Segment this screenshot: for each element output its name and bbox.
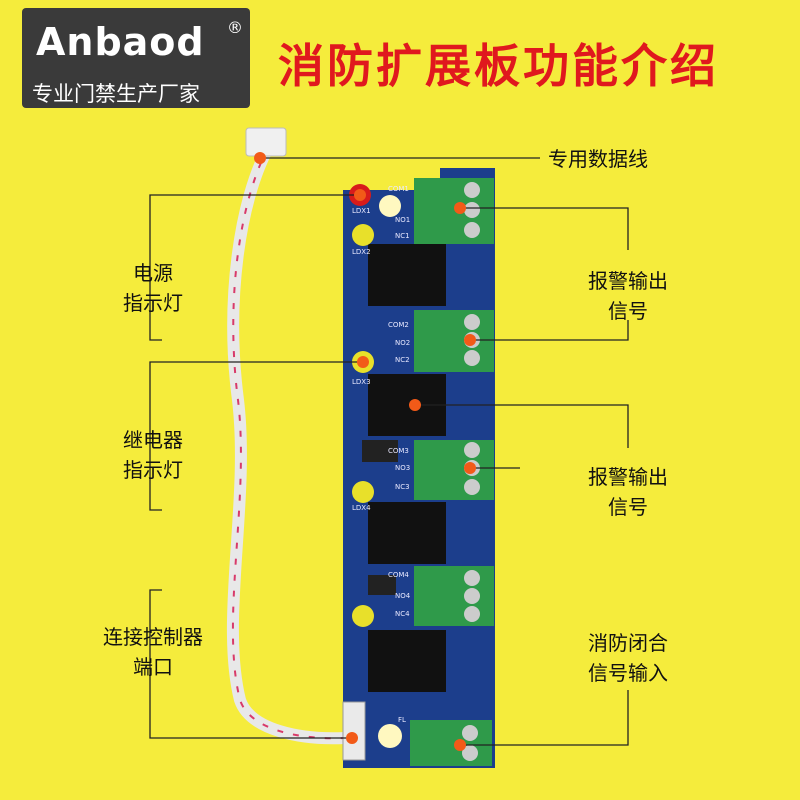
label-controller-port: 连接控制器 端口: [85, 622, 221, 682]
silk-fl: FL: [398, 716, 406, 724]
silk-com1: COM1: [388, 185, 409, 193]
brand-slogan: 专业门禁生产厂家: [32, 82, 200, 106]
label-controller-port-line1: 连接控制器: [103, 625, 203, 649]
label-fire-input: 消防闭合 信号输入: [578, 628, 678, 688]
terminal-block-2: [414, 310, 494, 372]
callout-dot: [464, 334, 476, 346]
label-alarm-output-2: 报警输出 信号: [578, 462, 678, 522]
silk-nc4: NC4: [395, 610, 410, 618]
silk-nc2: NC2: [395, 356, 410, 364]
label-power-led: 电源 指示灯: [105, 258, 201, 318]
label-alarm-output-2-line1: 报警输出: [588, 465, 668, 489]
led-white-1: [379, 195, 401, 217]
label-alarm-output-1: 报警输出 信号: [578, 266, 678, 326]
callout-line-relay-led: [149, 361, 363, 511]
data-cable: [226, 145, 346, 745]
ic-chip-2: [368, 575, 396, 595]
silk-no4: NO4: [395, 592, 411, 600]
relay-3: [368, 502, 446, 564]
callout-dot: [357, 356, 369, 368]
terminal-block-1: [414, 178, 494, 244]
registered-mark: ®: [227, 18, 243, 37]
ic-chip: [362, 440, 398, 462]
silk-ldx1: LDX1: [352, 207, 371, 215]
callout-dot: [454, 739, 466, 751]
label-relay-led: 继电器 指示灯: [105, 425, 201, 485]
page-title: 消防扩展板功能介绍: [278, 39, 719, 93]
label-fire-input-line1: 消防闭合: [588, 631, 668, 655]
label-power-led-line2: 指示灯: [123, 291, 183, 315]
label-controller-port-line2: 端口: [133, 655, 173, 679]
callout-dot: [254, 152, 266, 164]
callout-line-alarm-1b: [470, 320, 629, 341]
silk-ldx2: LDX2: [352, 248, 371, 256]
callout-line-controller-port: [149, 589, 352, 739]
silk-no3: NO3: [395, 464, 410, 472]
silk-nc1: NC1: [395, 232, 410, 240]
silk-com2: COM2: [388, 321, 409, 329]
label-alarm-output-2-line2: 信号: [608, 495, 648, 519]
callout-line-alarm-2: [415, 404, 629, 448]
label-fire-input-line2: 信号输入: [588, 661, 668, 685]
callout-dot: [464, 462, 476, 474]
silk-no1: NO1: [395, 216, 410, 224]
callout-line-power-led: [149, 194, 360, 341]
brand-name: Anbaod: [36, 20, 205, 64]
led-ldx2: [352, 224, 374, 246]
label-data-cable: 专用数据线: [548, 147, 648, 171]
silk-no2: NO2: [395, 339, 410, 347]
label-relay-led-line1: 继电器: [123, 428, 183, 452]
callout-dot: [346, 732, 358, 744]
label-alarm-output-1-line2: 信号: [608, 299, 648, 323]
relay-1: [368, 244, 446, 306]
callout-dot: [409, 399, 421, 411]
silk-com4: COM4: [388, 571, 409, 579]
callout-line-fire-input: [460, 690, 629, 746]
cable-connector: [245, 127, 287, 157]
terminal-block-fire-input: [410, 720, 492, 766]
silk-com3: COM3: [388, 447, 409, 455]
silk-nc3: NC3: [395, 483, 410, 491]
terminal-block-3: [414, 440, 494, 500]
label-power-led-line1: 电源: [133, 261, 173, 285]
terminal-block-4: [414, 566, 494, 626]
label-alarm-output-1-line1: 报警输出: [588, 269, 668, 293]
led-ldx5: [352, 605, 374, 627]
callout-dot: [454, 202, 466, 214]
callout-dot: [354, 189, 366, 201]
controller-port: [342, 701, 366, 761]
label-relay-led-line2: 指示灯: [123, 458, 183, 482]
led-ldx4: [352, 481, 374, 503]
callout-line-alarm-1: [460, 207, 629, 250]
relay-4: [368, 630, 446, 692]
silk-ldx3: LDX3: [352, 378, 371, 386]
silk-ldx4: LDX4: [352, 504, 371, 512]
brand-logo: Anbaod ® 专业门禁生产厂家: [22, 8, 250, 108]
led-white-2: [378, 724, 402, 748]
